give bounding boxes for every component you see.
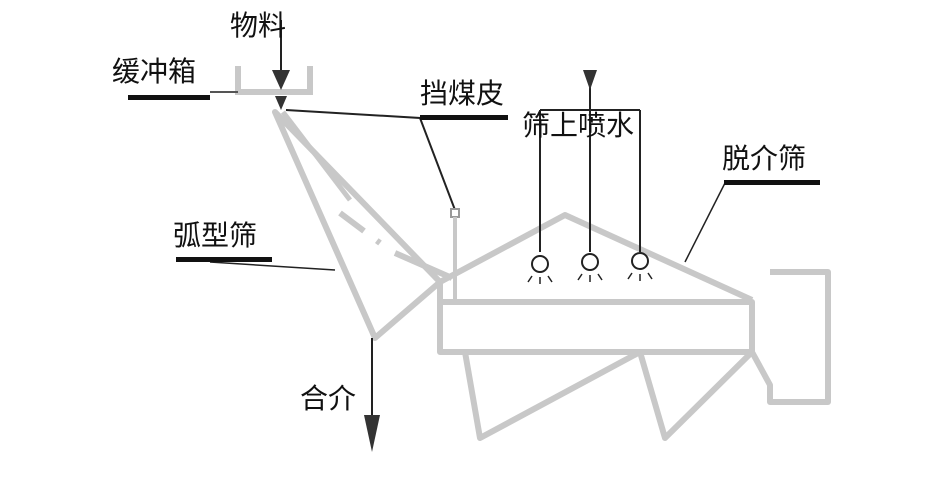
spray-nozzle-icon: [581, 253, 599, 271]
desliming-screen-leader: [684, 182, 726, 263]
arrow-down-icon: [364, 415, 380, 452]
desliming-screen-underline: [724, 180, 820, 185]
buffer-box: [210, 66, 313, 95]
arrow-down-icon: [275, 96, 287, 110]
arc-screen: [272, 109, 454, 341]
material-inlet-arrow: [272, 20, 290, 110]
combined-medium-label: 合介: [300, 382, 357, 415]
arc-screen-label: 弧型筛: [173, 219, 258, 252]
material-label: 物料: [230, 9, 287, 42]
leader-lines: [209, 182, 726, 271]
arc-screen-underline: [176, 257, 272, 262]
spray-water-label: 筛上喷水: [522, 109, 635, 142]
spray-nozzle-3: [627, 252, 653, 281]
buffer-box-underline: [128, 95, 210, 100]
spray-nozzle-icon: [531, 255, 549, 273]
coal-shield-underline: [420, 115, 508, 120]
spray-nozzle-1: [527, 255, 553, 284]
arrow-down-icon: [272, 70, 290, 90]
desliming-screen: [437, 212, 831, 441]
combined-medium-arrow: [364, 338, 380, 452]
spray-water-pipes: [539, 70, 641, 252]
arc-screen-leader: [209, 261, 336, 271]
buffer-box-label: 缓冲箱: [112, 55, 197, 88]
spray-nozzle-icon: [631, 252, 649, 270]
coal-shield-label: 挡煤皮: [420, 77, 505, 110]
arrow-down-icon: [583, 70, 597, 90]
spray-nozzle-2: [577, 253, 603, 282]
desliming-screen-label: 脱介筛: [722, 142, 807, 175]
